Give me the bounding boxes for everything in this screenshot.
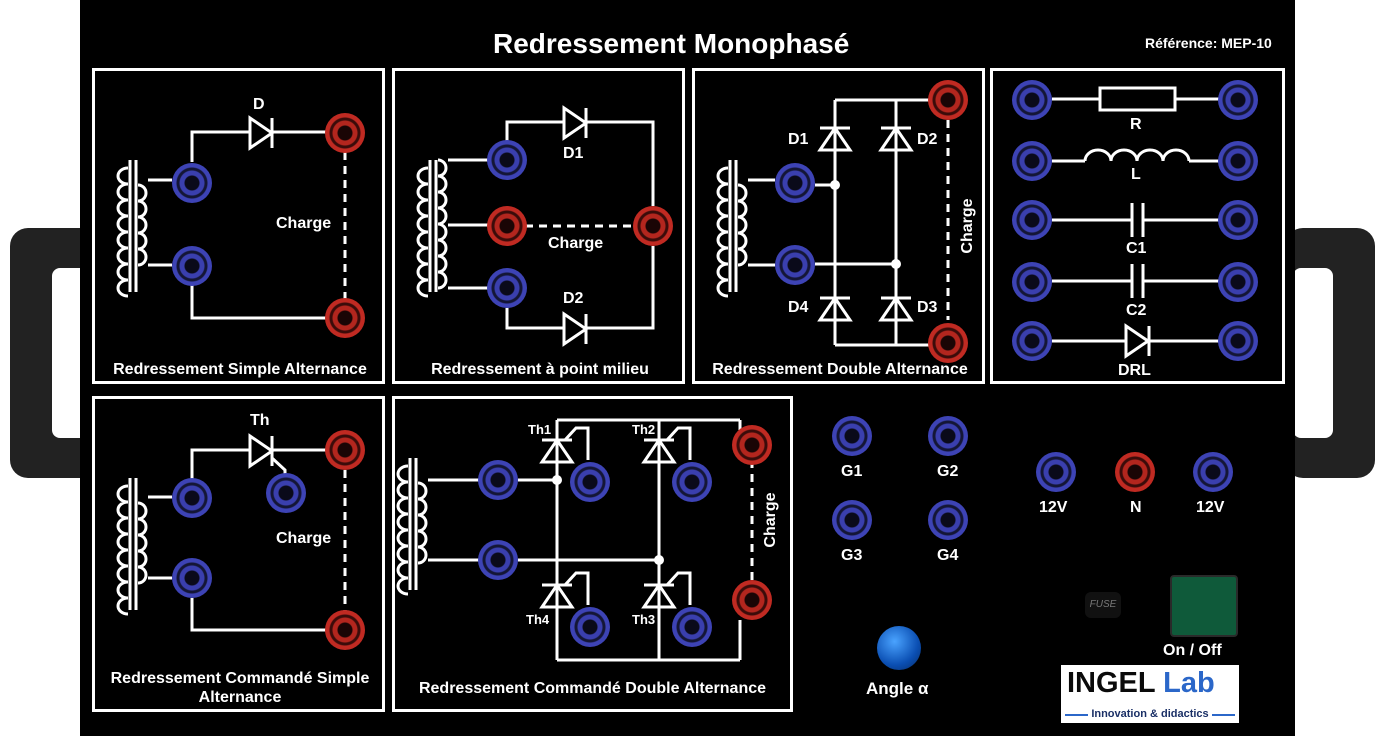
th3-gate-jack[interactable] <box>672 607 712 647</box>
g1-label: G1 <box>841 463 863 480</box>
load-label-m3: Charge <box>959 198 976 253</box>
thyristor-th3-label: Th3 <box>632 612 656 627</box>
module-simple-alternance <box>92 68 385 384</box>
m2-input-top-jack[interactable] <box>487 140 527 180</box>
m6-output-minus-jack[interactable] <box>732 580 772 620</box>
logo-tagline: Innovation & didactics <box>1088 708 1212 720</box>
th2-gate-jack[interactable] <box>672 462 712 502</box>
g2-jack[interactable] <box>928 416 968 456</box>
m6-input-bottom-jack[interactable] <box>478 540 518 580</box>
m3-output-minus-jack[interactable] <box>928 323 968 363</box>
power-switch[interactable] <box>1170 575 1238 637</box>
supply-12v-right-jack[interactable] <box>1193 452 1233 492</box>
logo-text-ingel: INGEL <box>1067 667 1156 699</box>
module-double-alternance <box>692 68 985 384</box>
module-point-milieu <box>392 68 685 384</box>
caption-double-alternance: Redressement Double Alternance <box>712 361 968 378</box>
r-right-jack[interactable] <box>1218 80 1258 120</box>
ingel-lab-logo: INGEL Lab Innovation & didactics <box>1061 665 1239 723</box>
diode-d1-label: D1 <box>563 145 584 162</box>
g2-label: G2 <box>937 463 959 480</box>
supply-neutral-jack[interactable] <box>1115 452 1155 492</box>
load-label-m5: Charge <box>276 530 332 547</box>
power-switch-label: On / Off <box>1163 642 1222 659</box>
m3-input-top-jack[interactable] <box>775 163 815 203</box>
page-title: Redressement Monophasé <box>493 28 850 59</box>
logo-text-lab: Lab <box>1163 667 1215 699</box>
module-components <box>990 68 1285 384</box>
m1-output-top-jack[interactable] <box>325 113 365 153</box>
inductor-l-label: L <box>1131 166 1141 183</box>
diode-d3-label-m3: D3 <box>917 299 938 316</box>
drl-right-jack[interactable] <box>1218 321 1258 361</box>
c1-right-jack[interactable] <box>1218 200 1258 240</box>
m5-gate-jack[interactable] <box>266 473 306 513</box>
m5-input-top-jack[interactable] <box>172 478 212 518</box>
m5-output-bottom-jack[interactable] <box>325 610 365 650</box>
supply-12v-left-jack[interactable] <box>1036 452 1076 492</box>
c2-right-jack[interactable] <box>1218 262 1258 302</box>
m6-output-plus-jack[interactable] <box>732 425 772 465</box>
m1-input-top-jack[interactable] <box>172 163 212 203</box>
g3-jack[interactable] <box>832 500 872 540</box>
l-left-jack[interactable] <box>1012 141 1052 181</box>
resistor-r-label: R <box>1130 116 1142 133</box>
g1-jack[interactable] <box>832 416 872 456</box>
diode-d1-label-m3: D1 <box>788 131 809 148</box>
caption-commande-double: Redressement Commandé Double Alternance <box>418 680 767 697</box>
th4-gate-jack[interactable] <box>570 607 610 647</box>
g4-label: G4 <box>937 547 959 564</box>
g4-jack[interactable] <box>928 500 968 540</box>
m5-output-top-jack[interactable] <box>325 430 365 470</box>
thyristor-th4-label: Th4 <box>526 612 550 627</box>
supply-neutral-label: N <box>1130 499 1142 516</box>
th1-gate-jack[interactable] <box>570 462 610 502</box>
thyristor-th2-label: Th2 <box>632 422 656 437</box>
capacitor-c2-label: C2 <box>1126 302 1147 319</box>
module-commande-simple <box>92 396 385 712</box>
angle-label: Angle α <box>866 679 929 698</box>
module-commande-double <box>392 396 793 712</box>
capacitor-c1-label: C1 <box>1126 240 1147 257</box>
g3-label: G3 <box>841 547 863 564</box>
supply-12v-left-label: 12V <box>1039 499 1068 516</box>
m3-output-plus-jack[interactable] <box>928 80 968 120</box>
m6-input-top-jack[interactable] <box>478 460 518 500</box>
load-label-m2: Charge <box>548 235 604 252</box>
load-label-m1: Charge <box>276 215 332 232</box>
caption-point-milieu: Redressement à point milieu <box>431 361 649 378</box>
thyristor-th-label: Th <box>250 412 270 429</box>
firing-angle-knob[interactable] <box>877 626 921 670</box>
c2-left-jack[interactable] <box>1012 262 1052 302</box>
m2-input-bottom-jack[interactable] <box>487 268 527 308</box>
diode-drl-label: DRL <box>1118 362 1151 379</box>
diode-d-label: D <box>253 96 265 113</box>
m1-output-bottom-jack[interactable] <box>325 298 365 338</box>
fuse-holder[interactable]: FUSE <box>1085 592 1121 618</box>
m3-input-bottom-jack[interactable] <box>775 245 815 285</box>
l-right-jack[interactable] <box>1218 141 1258 181</box>
reference-label: Référence: MEP-10 <box>1145 35 1272 51</box>
diode-d2-label: D2 <box>563 290 584 307</box>
right-carry-handle <box>1285 228 1375 478</box>
caption-simple-alternance: Redressement Simple Alternance <box>113 361 367 378</box>
r-left-jack[interactable] <box>1012 80 1052 120</box>
m1-input-bottom-jack[interactable] <box>172 246 212 286</box>
load-label-m6: Charge <box>762 492 779 547</box>
diode-d4-label-m3: D4 <box>788 299 809 316</box>
caption-commande-simple: Redressement Commandé Simple Alternance <box>110 670 370 706</box>
thyristor-th1-label: Th1 <box>528 422 552 437</box>
m5-input-bottom-jack[interactable] <box>172 558 212 598</box>
diode-d2-label-m3: D2 <box>917 131 938 148</box>
c1-left-jack[interactable] <box>1012 200 1052 240</box>
m2-center-tap-jack[interactable] <box>487 206 527 246</box>
drl-left-jack[interactable] <box>1012 321 1052 361</box>
m2-output-jack[interactable] <box>633 206 673 246</box>
supply-12v-right-label: 12V <box>1196 499 1225 516</box>
